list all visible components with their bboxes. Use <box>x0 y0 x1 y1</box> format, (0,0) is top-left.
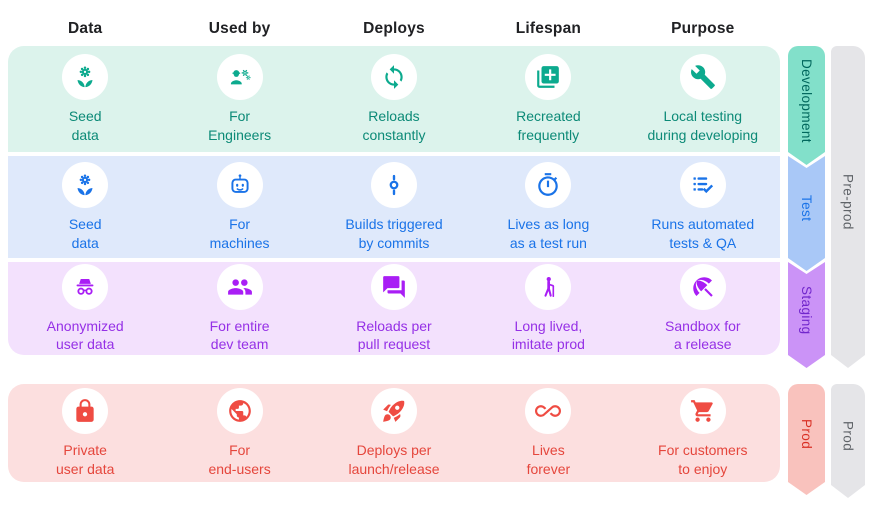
cell-label: Local testing during developing <box>647 108 759 143</box>
rows-board: Seed data For Engineers Reloads constant… <box>8 46 780 482</box>
column-header-deploys: Deploys <box>363 20 425 37</box>
team-group-icon <box>216 263 263 310</box>
ribbon-test: Test <box>788 156 825 271</box>
cell-label: Lives as long as a test run <box>507 216 590 251</box>
cell-prod-purpose: For customers to enjoy <box>626 384 780 482</box>
beach-umbrella-icon <box>679 263 726 310</box>
cell-label: For Engineers <box>208 108 272 143</box>
robot-icon <box>216 162 263 209</box>
seed-data-flower-icon <box>62 162 109 209</box>
row-staging: Anonymized user data For entire dev team… <box>8 262 780 355</box>
ribbon-staging-label: Staging <box>799 285 814 335</box>
cell-prod-deploys: Deploys per launch/release <box>317 384 471 482</box>
column-header-used-by: Used by <box>208 20 271 37</box>
ribbon-pre-prod-label: Pre-prod <box>840 174 856 230</box>
cell-label: For machines <box>209 216 270 251</box>
cell-label: Private user data <box>56 442 115 477</box>
engineer-icon <box>216 54 263 101</box>
ribbon-prod: Prod <box>788 384 825 495</box>
cell-test-lifespan: Lives as long as a test run <box>471 156 625 258</box>
row-prod: Private user data For end-users Deploys … <box>8 384 780 482</box>
globe-icon <box>216 388 263 435</box>
cell-development-lifespan: Recreated frequently <box>471 46 625 152</box>
cell-staging-used-by: For entire dev team <box>162 262 316 355</box>
ribbon-prod-label: Prod <box>799 419 814 450</box>
row-test: Seed data For machines Builds triggered … <box>8 156 780 258</box>
cell-staging-purpose: Sandbox for a release <box>626 262 780 355</box>
cell-label: For customers to enjoy <box>658 442 748 477</box>
cell-label: Recreated frequently <box>516 108 581 143</box>
cell-development-data: Seed data <box>8 46 162 152</box>
wrench-icon <box>679 54 726 101</box>
cell-label: Seed data <box>68 216 102 251</box>
cell-label: For entire dev team <box>209 317 270 352</box>
ribbon-prod-stage: Prod <box>831 384 865 498</box>
row-development: Seed data For Engineers Reloads constant… <box>8 46 780 152</box>
ribbon-development-label: Development <box>799 58 814 143</box>
column-header-purpose: Purpose <box>671 20 735 37</box>
commit-icon <box>370 162 417 209</box>
incognito-icon <box>62 263 109 310</box>
cell-label: Builds triggered by commits <box>345 216 443 251</box>
shopping-cart-icon <box>679 388 726 435</box>
cell-label: For end-users <box>208 442 271 477</box>
ribbon-test-label: Test <box>799 195 814 222</box>
cell-label: Runs automated tests & QA <box>651 216 755 251</box>
cell-test-used-by: For machines <box>162 156 316 258</box>
cell-label: Sandbox for a release <box>665 317 741 352</box>
cell-staging-deploys: Reloads per pull request <box>317 262 471 355</box>
checklist-icon <box>679 162 726 209</box>
cell-test-data: Seed data <box>8 156 162 258</box>
cell-label: Reloads per pull request <box>356 317 432 352</box>
column-header-lifespan: Lifespan <box>515 20 582 37</box>
ribbon-pre-prod-stage: Pre-prod <box>831 46 865 368</box>
timer-icon <box>525 162 572 209</box>
cell-development-deploys: Reloads constantly <box>317 46 471 152</box>
cell-staging-lifespan: Long lived, imitate prod <box>471 262 625 355</box>
cell-test-deploys: Builds triggered by commits <box>317 156 471 258</box>
rocket-launch-icon <box>370 388 417 435</box>
ribbon-prod-stage-label: Prod <box>840 420 856 452</box>
cell-label: Reloads constantly <box>362 108 426 143</box>
cell-development-used-by: For Engineers <box>162 46 316 152</box>
cell-test-purpose: Runs automated tests & QA <box>626 156 780 258</box>
cell-prod-lifespan: Lives forever <box>471 384 625 482</box>
cell-development-purpose: Local testing during developing <box>626 46 780 152</box>
cell-label: Lives forever <box>526 442 571 477</box>
elderly-walker-icon <box>525 263 572 310</box>
sync-icon <box>370 54 417 101</box>
lock-icon <box>62 388 109 435</box>
ribbon-staging: Staging <box>788 262 825 368</box>
copy-add-icon <box>525 54 572 101</box>
seed-data-flower-icon <box>62 54 109 101</box>
cell-staging-data: Anonymized user data <box>8 262 162 355</box>
column-header-data: Data <box>67 20 103 37</box>
cell-label: Seed data <box>68 108 102 143</box>
infinity-icon <box>525 388 572 435</box>
cell-label: Anonymized user data <box>46 317 124 352</box>
cell-prod-used-by: For end-users <box>162 384 316 482</box>
column-headers: Data Used by Deploys Lifespan Purpose <box>8 14 780 44</box>
forum-chat-icon <box>370 263 417 310</box>
cell-label: Long lived, imitate prod <box>511 317 585 352</box>
cell-label: Deploys per launch/release <box>348 442 440 477</box>
cell-prod-data: Private user data <box>8 384 162 482</box>
ribbon-development: Development <box>788 46 825 165</box>
